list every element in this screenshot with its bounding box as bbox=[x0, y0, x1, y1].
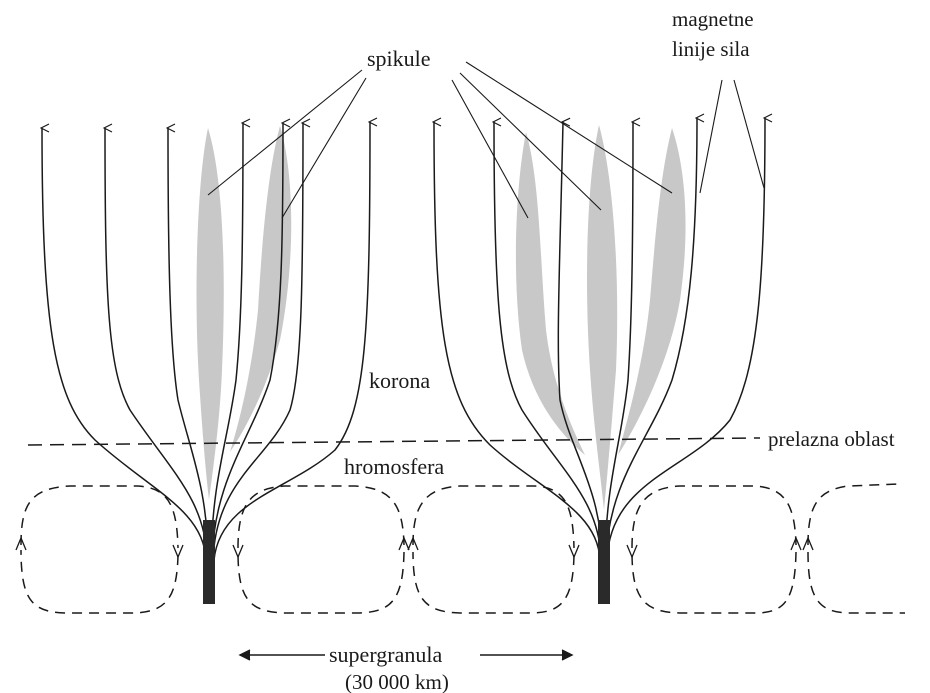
label-magnetne: magnetne bbox=[672, 7, 754, 31]
convection-cells bbox=[21, 484, 905, 613]
convection-cell-4 bbox=[632, 486, 796, 548]
flux-tube-right bbox=[598, 520, 610, 604]
spicule-left-1 bbox=[197, 128, 224, 500]
convection-cell-1-bottom bbox=[21, 550, 178, 613]
spicule-right-3 bbox=[618, 128, 686, 455]
convection-cell-4-bottom bbox=[632, 552, 796, 613]
convection-cell-5-partial bbox=[808, 484, 900, 545]
label-supergranula-size: (30 000 km) bbox=[345, 670, 449, 693]
leader-line bbox=[466, 62, 672, 193]
convection-cell-2-bottom bbox=[238, 552, 404, 613]
field-line bbox=[214, 122, 370, 560]
scale-arrow-left-icon bbox=[240, 650, 250, 660]
label-spikule: spikule bbox=[367, 46, 431, 71]
field-line bbox=[42, 128, 206, 560]
label-hromosfera: hromosfera bbox=[344, 454, 444, 479]
flux-tube-left bbox=[203, 520, 215, 604]
label-linije-sila: linije sila bbox=[672, 37, 750, 61]
label-korona: korona bbox=[369, 368, 430, 393]
label-supergranula: supergranula bbox=[329, 642, 442, 667]
leader-line bbox=[282, 78, 366, 218]
convection-cell-1 bbox=[21, 486, 178, 548]
label-prelazna-oblast: prelazna oblast bbox=[768, 427, 895, 451]
field-line bbox=[105, 128, 207, 560]
scale-arrow-right-icon bbox=[562, 650, 572, 660]
convection-cell-5-partial-bottom bbox=[808, 552, 905, 613]
leader-line bbox=[452, 80, 528, 218]
leader-line bbox=[734, 80, 764, 188]
transition-region-line bbox=[28, 438, 760, 445]
leader-line bbox=[700, 80, 722, 193]
field-line bbox=[434, 122, 600, 560]
flux-tubes bbox=[203, 520, 610, 604]
convection-cell-3 bbox=[413, 486, 574, 548]
spicule-right-1 bbox=[516, 132, 585, 455]
convection-cell-3-bottom bbox=[413, 552, 574, 613]
spicule-right-2 bbox=[587, 125, 617, 510]
convection-arrows bbox=[16, 538, 813, 557]
